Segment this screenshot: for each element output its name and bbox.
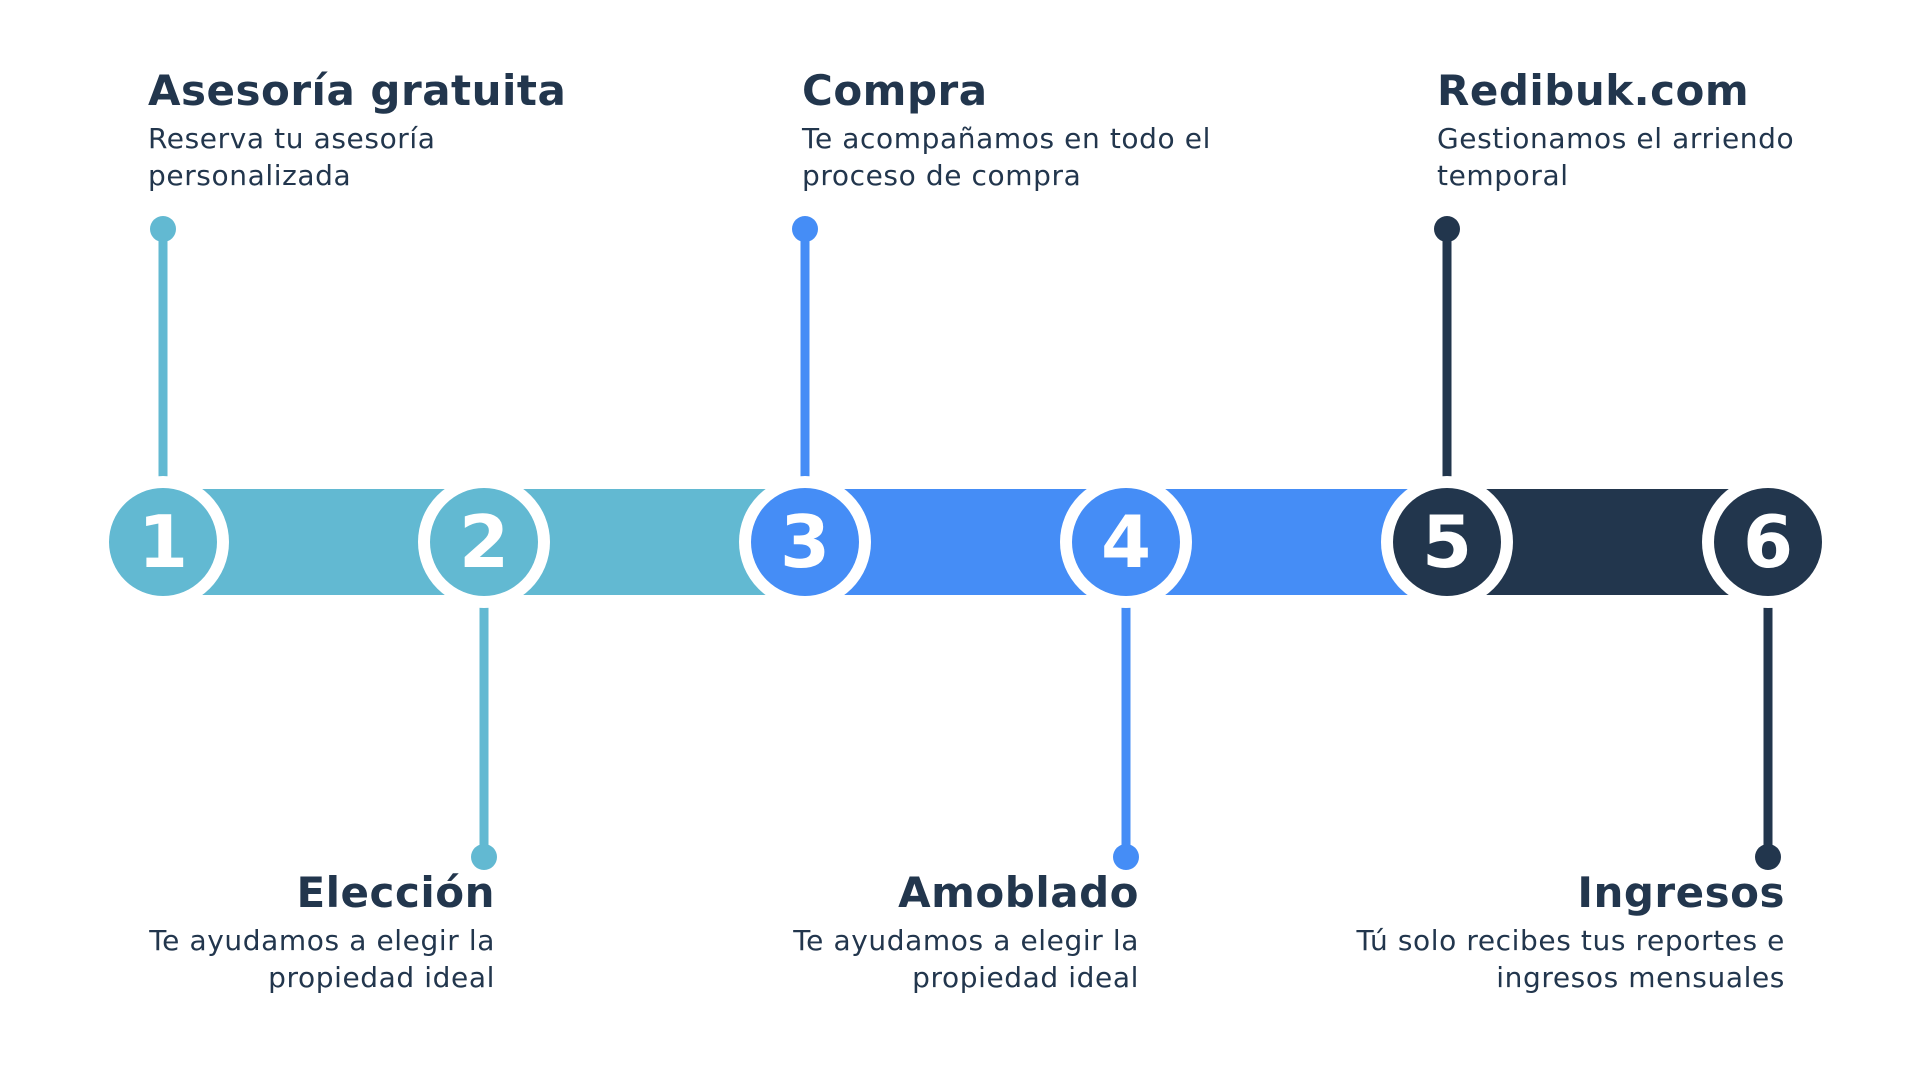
step-6-title: Ingresos [1577,868,1785,917]
step-5-title: Redibuk.com [1437,66,1750,115]
step-2-stem-dot [471,844,497,870]
step-6-description: Tú solo recibes tus reportes e ingresos … [1356,924,1785,994]
step-3-stem-dot [792,216,818,242]
step-6-stem-dot [1755,844,1781,870]
step-1-stem-dot [150,216,176,242]
step-4-stem-dot [1113,844,1139,870]
step-3-description: Te acompañamos en todo el proceso de com… [802,122,1211,192]
step-1-title: Asesoría gratuita [148,66,567,115]
step-4-description: Te ayudamos a elegir la propiedad ideal [793,924,1139,994]
step-4-number: 4 [1101,500,1151,584]
step-3-title: Compra [802,66,988,115]
step-5-text: Redibuk.com Gestionamos el arriendo temp… [1437,66,1920,194]
step-6-circle [1714,488,1822,596]
step-2-number: 2 [459,500,509,584]
step-circles: 1 2 3 4 5 6 [97,476,1834,608]
step-4-title: Amoblado [898,868,1139,917]
step-5-description: Gestionamos el arriendo temporal [1437,122,1795,192]
step-6-text: Ingresos Tú solo recibes tus reportes e … [1245,868,1785,996]
step-5-stem-dot [1434,216,1460,242]
step-4-text: Amoblado Te ayudamos a elegir la propied… [599,868,1139,996]
step-3-text: Compra Te acompañamos en todo el proceso… [802,66,1342,194]
step-5-circle [1393,488,1501,596]
step-2-circle [430,488,538,596]
step-4-circle [1072,488,1180,596]
step-3-number: 3 [780,500,830,584]
step-2-text: Elección Te ayudamos a elegir la propied… [0,868,495,996]
step-2-title: Elección [296,868,495,917]
step-1-text: Asesoría gratuita Reserva tu asesoría pe… [148,66,688,194]
step-3-circle [751,488,859,596]
step-1-description: Reserva tu asesoría personalizada [148,122,436,192]
step-5-number: 5 [1422,500,1472,584]
connector-bars [163,489,1768,595]
step-1-circle [109,488,217,596]
step-2-description: Te ayudamos a elegir la propiedad ideal [149,924,495,994]
step-6-number: 6 [1743,500,1793,584]
step-1-number: 1 [138,500,188,584]
